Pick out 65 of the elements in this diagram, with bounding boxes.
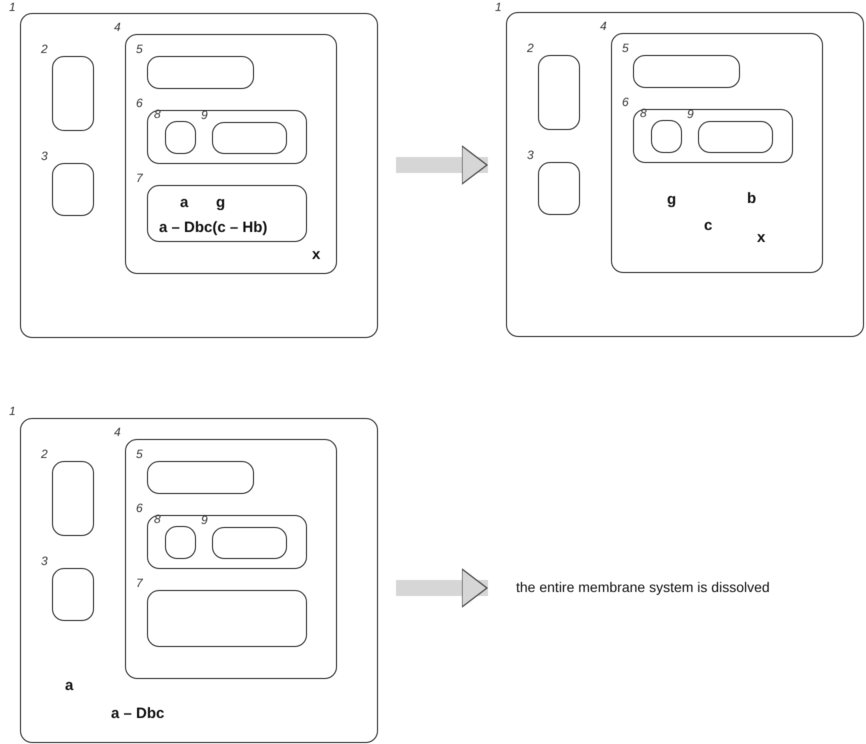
membrane-number: 3	[527, 149, 534, 161]
membrane-box	[698, 121, 773, 153]
object-symbol: g	[216, 195, 226, 210]
membrane-box	[147, 185, 307, 242]
membrane-box	[125, 34, 337, 274]
membrane-box	[212, 122, 287, 154]
membrane-box	[125, 439, 337, 679]
membrane-number: 8	[154, 513, 161, 525]
membrane-box	[52, 56, 94, 131]
object-symbol: c	[704, 218, 712, 233]
membrane-number: 7	[136, 577, 143, 589]
membrane-box	[52, 568, 94, 621]
membrane-number: 6	[136, 97, 143, 109]
membrane-box	[147, 515, 307, 569]
membrane-box	[52, 163, 94, 216]
membrane-box	[147, 461, 254, 494]
membrane-box	[147, 110, 307, 164]
block-arrow	[396, 145, 488, 185]
membrane-number: 5	[622, 42, 629, 54]
membrane-box	[147, 56, 254, 89]
membrane-number: 5	[136, 43, 143, 55]
object-symbol: x	[757, 230, 766, 245]
membrane-number: 5	[136, 448, 143, 460]
membrane-number: 9	[201, 109, 208, 121]
membrane-number: 8	[154, 108, 161, 120]
block-arrow	[396, 568, 488, 608]
membrane-box	[633, 55, 740, 88]
rule-text: a – Dbc(c – Hb)	[159, 220, 268, 235]
object-symbol: g	[667, 192, 676, 207]
object-symbol: a	[65, 678, 74, 693]
membrane-number: 3	[41, 555, 48, 567]
membrane-number: 1	[9, 1, 16, 13]
membrane-box	[165, 121, 196, 154]
membrane-number: 3	[41, 150, 48, 162]
membrane-number: 9	[687, 108, 694, 120]
membrane-box	[52, 461, 94, 536]
membrane-box	[20, 418, 378, 743]
membrane-box	[633, 109, 793, 163]
membrane-box	[20, 13, 378, 338]
membrane-number: 7	[136, 172, 143, 184]
object-symbol: b	[747, 191, 756, 206]
membrane-box	[165, 526, 196, 559]
membrane-number: 6	[622, 96, 629, 108]
membrane-number: 4	[600, 20, 607, 32]
membrane-box	[611, 33, 823, 273]
membrane-box	[538, 162, 580, 215]
note-text: the entire membrane system is dissolved	[516, 574, 770, 600]
membrane-box	[538, 55, 580, 130]
membrane-number: 9	[201, 514, 208, 526]
membrane-number: 2	[41, 448, 48, 460]
membrane-box	[147, 590, 307, 647]
membrane-number: 8	[640, 107, 647, 119]
object-symbol: x	[312, 247, 320, 262]
membrane-box	[506, 12, 864, 337]
membrane-number: 6	[136, 502, 143, 514]
membrane-number: 2	[41, 43, 48, 55]
membrane-number: 4	[114, 21, 121, 33]
membrane-number: 4	[114, 426, 121, 438]
membrane-box	[212, 527, 287, 559]
membrane-number: 1	[495, 1, 502, 13]
object-symbol: a	[180, 195, 188, 210]
membrane-number: 1	[9, 405, 16, 417]
rule-text: a – Dbc	[111, 706, 164, 721]
membrane-box	[651, 120, 682, 153]
membrane-number: 2	[527, 42, 534, 54]
